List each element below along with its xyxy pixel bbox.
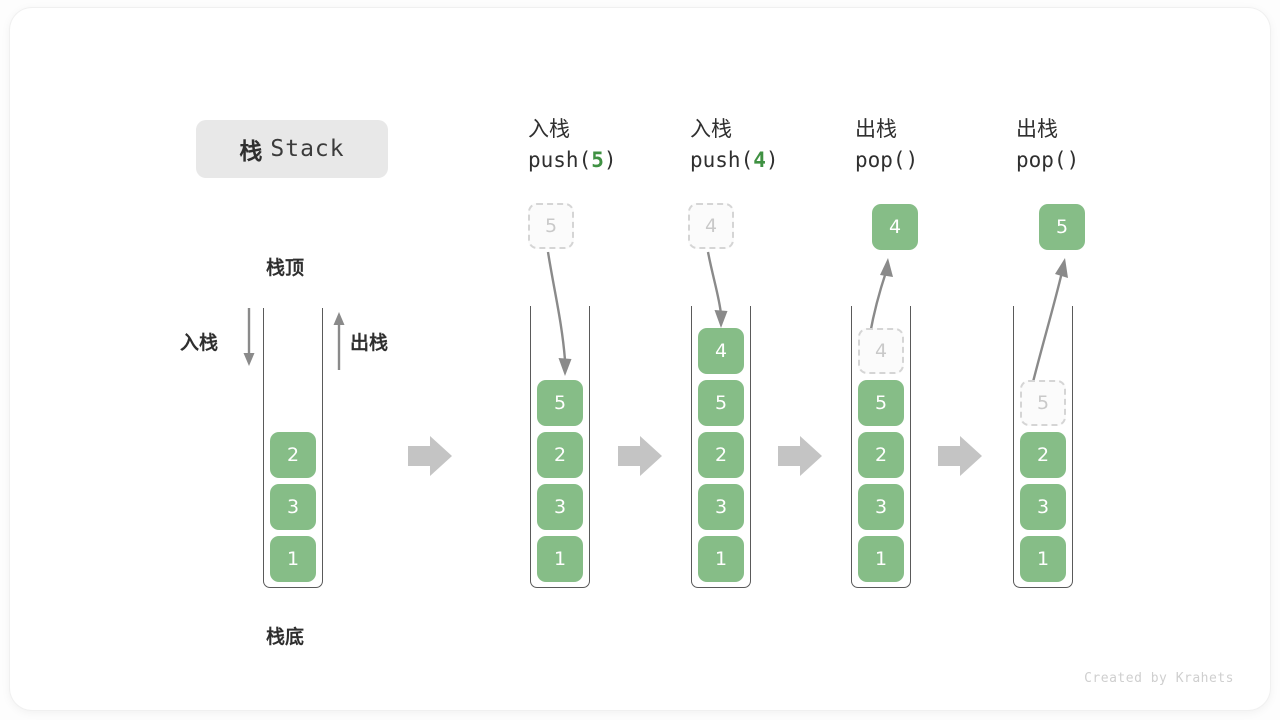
ghost-cell-pop2: 5 [1020, 380, 1066, 426]
stage-header-pop1: 出栈 pop() [855, 117, 919, 172]
ghost-cell-pop1: 4 [858, 328, 904, 374]
stack-cell: 5 [537, 380, 583, 426]
stack-container-push5 [530, 306, 590, 588]
push5-motion-arrow [546, 251, 572, 376]
push4-motion-arrow [706, 251, 728, 328]
stack-cell: 5 [858, 380, 904, 426]
stack-cell: 1 [1020, 536, 1066, 582]
stack-cells-push5: 5 2 3 1 [537, 380, 583, 582]
stack-bottom-label: 栈底 [266, 626, 305, 648]
stack-cell: 3 [537, 484, 583, 530]
flow-arrow-4 [938, 436, 982, 476]
stack-cell: 5 [698, 380, 744, 426]
flow-arrow-2 [618, 436, 662, 476]
push-side-label: 入栈 [180, 332, 219, 354]
stack-container-initial [263, 308, 323, 588]
stack-container-push4 [691, 306, 751, 588]
stack-cell: 2 [270, 432, 316, 478]
stack-cell: 3 [1020, 484, 1066, 530]
flow-arrow-1 [408, 436, 452, 476]
stack-cells-pop1: 5 2 3 1 [858, 380, 904, 582]
stage-header-push4: 入栈 push(4) [690, 117, 779, 172]
stack-cell: 1 [270, 536, 316, 582]
stage-header-push5: 入栈 push(5) [528, 117, 617, 172]
stack-top-label: 栈顶 [266, 257, 305, 279]
floating-cell-pop1: 4 [872, 204, 918, 250]
diagram-card: 栈 Stack 栈顶 入栈 出栈 2 3 1 栈底 入栈 push(5) 5 5 2 3… [10, 8, 1270, 710]
stack-container-pop2 [1013, 306, 1073, 588]
stack-cells-push4: 4 5 2 3 1 [698, 328, 744, 582]
stack-container-pop1 [851, 306, 911, 588]
pop2-motion-arrow [1030, 258, 1068, 387]
stack-cell: 2 [858, 432, 904, 478]
stack-cells-initial: 2 3 1 [270, 432, 316, 582]
stack-cell: 1 [698, 536, 744, 582]
credit-text: Created by Krahets [1084, 671, 1234, 686]
pop1-motion-arrow [868, 258, 893, 335]
stack-cell: 1 [858, 536, 904, 582]
title-badge: 栈 Stack [196, 120, 388, 178]
stack-cell: 2 [537, 432, 583, 478]
pop-direction-arrow [333, 312, 345, 370]
stage-header-pop2: 出栈 pop() [1016, 117, 1080, 172]
stack-cell: 3 [270, 484, 316, 530]
title-cn: 栈 [239, 139, 263, 165]
stack-cells-pop2: 2 3 1 [1020, 432, 1066, 582]
stack-cell: 1 [537, 536, 583, 582]
floating-cell-push5: 5 [528, 203, 574, 249]
floating-cell-pop2: 5 [1039, 204, 1085, 250]
pop-side-label: 出栈 [350, 332, 389, 354]
floating-cell-push4: 4 [688, 203, 734, 249]
stack-cell: 4 [698, 328, 744, 374]
flow-arrow-3 [778, 436, 822, 476]
stack-cell: 2 [1020, 432, 1066, 478]
title-en: Stack [270, 136, 345, 162]
push-direction-arrow [243, 308, 255, 366]
stack-cell: 3 [858, 484, 904, 530]
stack-cell: 2 [698, 432, 744, 478]
stack-cell: 3 [698, 484, 744, 530]
